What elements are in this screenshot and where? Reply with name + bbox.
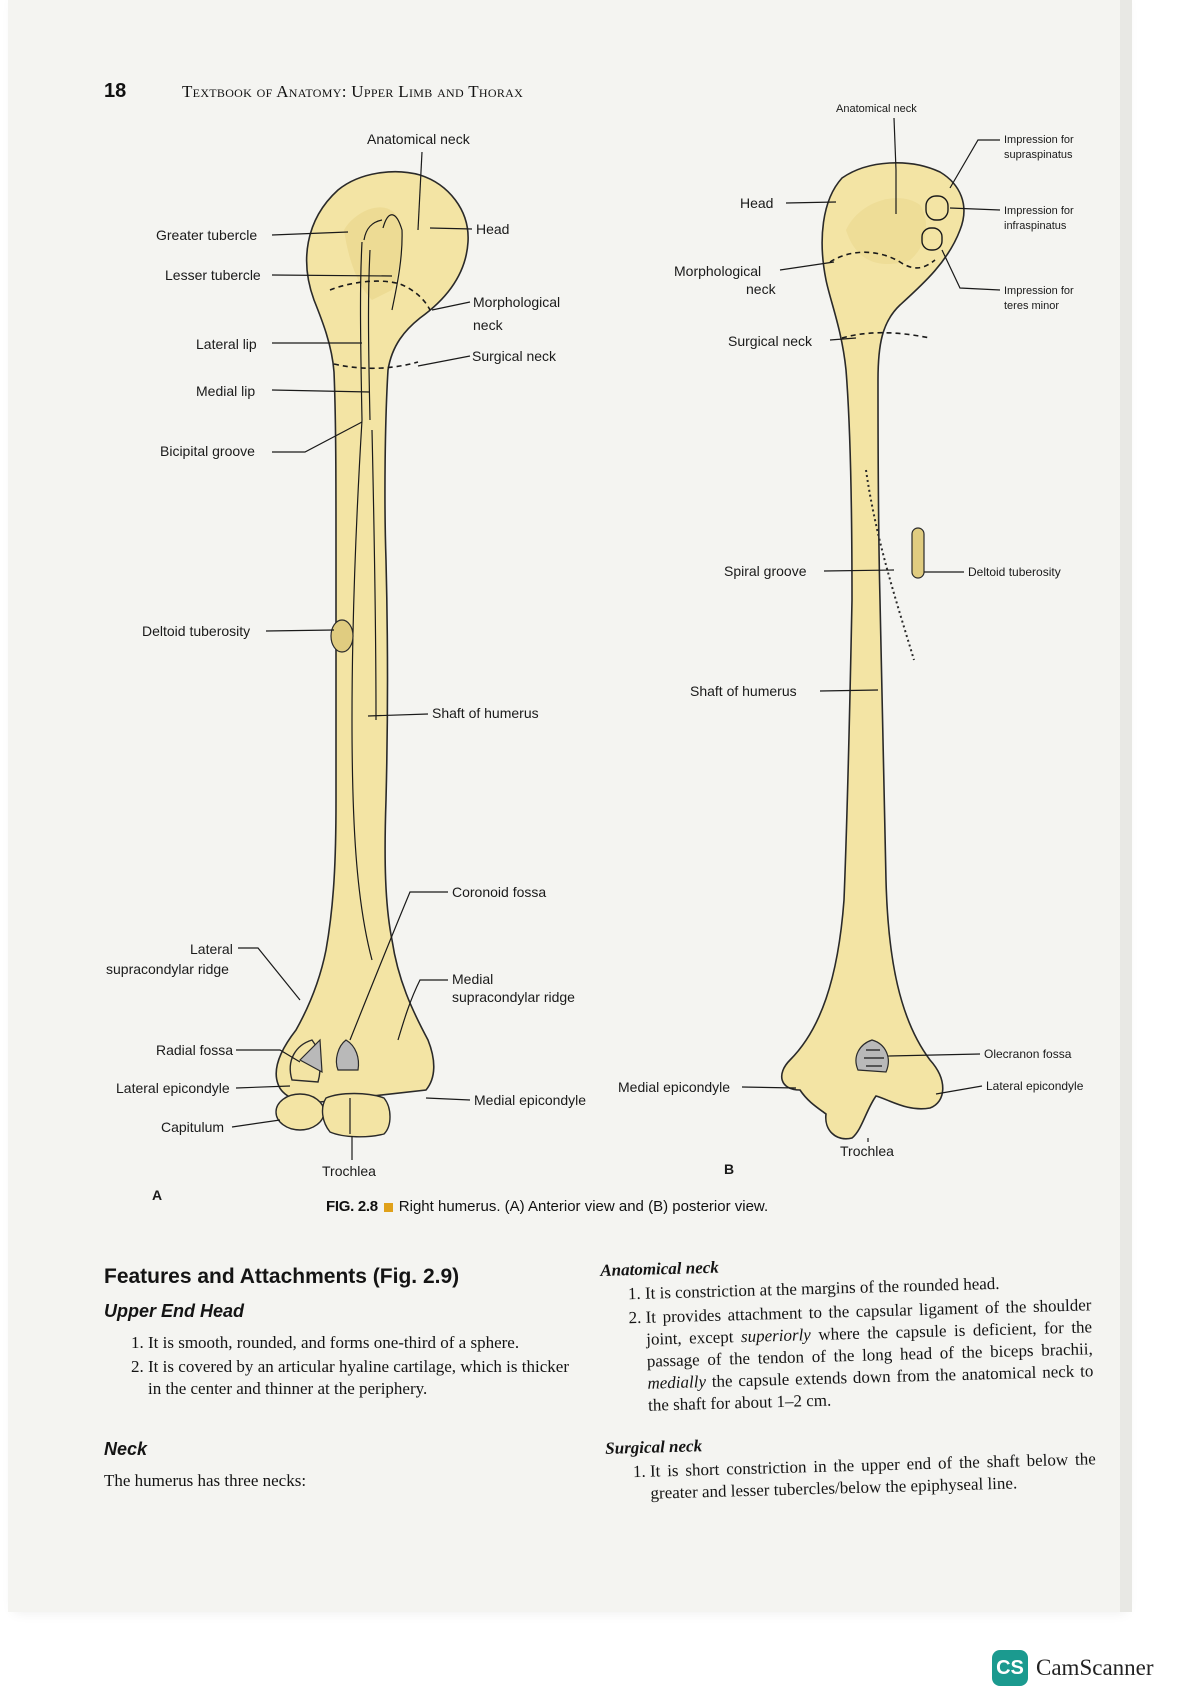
- label-impression-supraspinatus-2: supraspinatus: [1004, 149, 1073, 161]
- anatomical-neck-list: It is constriction at the margins of the…: [601, 1270, 1095, 1418]
- label-morphological-neck-a-1: Morphological: [473, 294, 560, 310]
- view-letter-b: B: [724, 1161, 734, 1177]
- label-lateral-epicondyle-a: Lateral epicondyle: [116, 1080, 230, 1096]
- label-coronoid-fossa: Coronoid fossa: [452, 884, 546, 900]
- label-impression-infraspinatus-2: infraspinatus: [1004, 220, 1067, 232]
- anterior-labels: Anatomical neck Greater tubercle Head Le…: [106, 131, 586, 1203]
- anterior-humerus-drawing: [275, 170, 469, 1138]
- label-morphological-neck-b-1: Morphological: [674, 263, 761, 279]
- label-radial-fossa: Radial fossa: [156, 1042, 233, 1058]
- label-anatomical-neck-a: Anatomical neck: [367, 131, 471, 147]
- neck-title: Neck: [104, 1439, 148, 1459]
- caption-square-icon: [383, 1202, 393, 1212]
- section-title: Features and Attachments (Fig. 2.9): [104, 1265, 460, 1288]
- figure-caption-text: Right humerus. (A) Anterior view and (B)…: [398, 1198, 769, 1215]
- upper-end-head-title: Upper End Head: [104, 1301, 245, 1321]
- label-impression-teres-1: Impression for: [1004, 285, 1074, 297]
- label-anatomical-neck-b: Anatomical neck: [836, 103, 917, 115]
- label-medial-supracondylar-1: Medial: [452, 971, 493, 987]
- label-trochlea-b: Trochlea: [840, 1143, 894, 1159]
- label-surgical-neck-a: Surgical neck: [472, 348, 557, 364]
- left-column: Features and Attachments (Fig. 2.9) Uppe…: [104, 1266, 569, 1492]
- label-deltoid-tuberosity-a: Deltoid tuberosity: [142, 623, 250, 639]
- label-greater-tubercle: Greater tubercle: [156, 227, 257, 243]
- label-shaft-of-humerus-a: Shaft of humerus: [432, 705, 539, 721]
- label-trochlea-a: Trochlea: [322, 1163, 376, 1179]
- label-head-b: Head: [740, 195, 773, 211]
- camscanner-name: CamScanner: [1036, 1655, 1154, 1680]
- label-olecranon-fossa: Olecranon fossa: [984, 1047, 1072, 1061]
- label-capitulum: Capitulum: [161, 1119, 224, 1135]
- neck-intro: The humerus has three necks:: [104, 1471, 307, 1490]
- upper-end-head-list: It is smooth, rounded, and forms one-thi…: [104, 1332, 569, 1400]
- label-head-a: Head: [476, 221, 509, 237]
- label-medial-lip: Medial lip: [196, 383, 255, 399]
- label-medial-supracondylar-2: supracondylar ridge: [452, 989, 575, 1005]
- label-lesser-tubercle: Lesser tubercle: [165, 267, 261, 283]
- camscanner-watermark: CS CamScanner: [992, 1650, 1154, 1686]
- posterior-humerus-drawing: [780, 162, 965, 1140]
- label-surgical-neck-b: Surgical neck: [728, 333, 813, 349]
- label-impression-teres-2: teres minor: [1004, 300, 1059, 312]
- right-column: Anatomical neck It is constriction at th…: [600, 1246, 1097, 1508]
- label-impression-infraspinatus-1: Impression for: [1004, 205, 1074, 217]
- label-lateral-supracondylar-1: Lateral: [190, 941, 233, 957]
- posterior-labels: Anatomical neck Impression for supraspin…: [618, 103, 1084, 1177]
- label-morphological-neck-a-2: neck: [473, 317, 504, 333]
- label-morphological-neck-b-2: neck: [746, 281, 777, 297]
- running-head: 18 Textbook of Anatomy: Upper Limb and T…: [104, 80, 523, 103]
- list-item: It is covered by an articular hyaline ca…: [148, 1356, 569, 1400]
- label-spiral-groove: Spiral groove: [724, 563, 807, 579]
- figure-caption: FIG. 2.8 Right humerus. (A) Anterior view…: [326, 1198, 768, 1215]
- page-number: 18: [104, 80, 127, 102]
- label-medial-epicondyle-b: Medial epicondyle: [618, 1079, 730, 1095]
- label-lateral-epicondyle-b: Lateral epicondyle: [986, 1079, 1084, 1093]
- figure-number: FIG. 2.8: [326, 1198, 378, 1215]
- label-medial-epicondyle-a: Medial epicondyle: [474, 1092, 586, 1108]
- book-title: Textbook of Anatomy: Upper Limb and Thor…: [182, 82, 524, 101]
- view-letter-a: A: [152, 1187, 162, 1203]
- list-item: It is smooth, rounded, and forms one-thi…: [148, 1332, 569, 1354]
- label-shaft-of-humerus-b: Shaft of humerus: [690, 683, 797, 699]
- label-bicipital-groove: Bicipital groove: [160, 443, 255, 459]
- label-lateral-lip: Lateral lip: [196, 336, 257, 352]
- list-item: It provides attachment to the capsular l…: [645, 1294, 1094, 1416]
- label-impression-supraspinatus-1: Impression for: [1004, 134, 1074, 146]
- label-lateral-supracondylar-2: supracondylar ridge: [106, 961, 229, 977]
- page-edge: [1120, 0, 1132, 1612]
- label-deltoid-tuberosity-b: Deltoid tuberosity: [968, 565, 1061, 579]
- camscanner-logo-icon: CS: [992, 1650, 1028, 1686]
